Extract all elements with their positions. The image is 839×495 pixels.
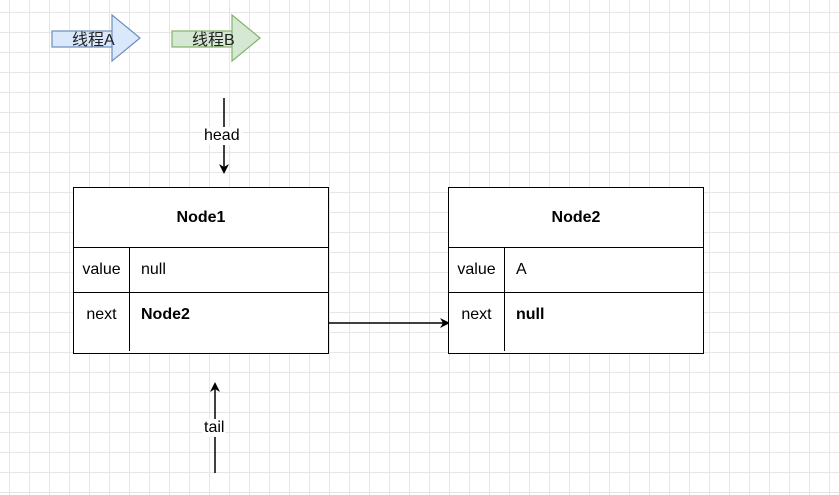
next-row: next null [449, 293, 703, 351]
value-key: value [74, 248, 130, 292]
value-row: value A [449, 248, 703, 293]
value-value: null [141, 261, 166, 278]
node2-box: Node2 value A next null [448, 187, 704, 354]
tail-label: tail [202, 419, 227, 437]
thread-a-flag: 线程A [51, 13, 142, 63]
head-label: head [202, 127, 242, 145]
node-title: Node1 [74, 188, 328, 248]
node1-box: Node1 value null next Node2 [73, 187, 329, 354]
node-title: Node2 [449, 188, 703, 248]
value-row: value null [74, 248, 328, 293]
value-key: value [449, 248, 505, 292]
next-value: null [516, 306, 545, 323]
next-key: next [74, 293, 130, 351]
thread-b-flag-shape [171, 13, 261, 63]
thread-b-flag: 线程B [171, 13, 262, 63]
next-key: next [449, 293, 505, 351]
thread-a-flag-shape [51, 13, 141, 63]
next-value: Node2 [141, 306, 190, 323]
value-value: A [516, 261, 527, 278]
thread-b-label: 线程B [192, 32, 235, 49]
thread-a-label: 线程A [72, 32, 115, 49]
next-row: next Node2 [74, 293, 328, 351]
